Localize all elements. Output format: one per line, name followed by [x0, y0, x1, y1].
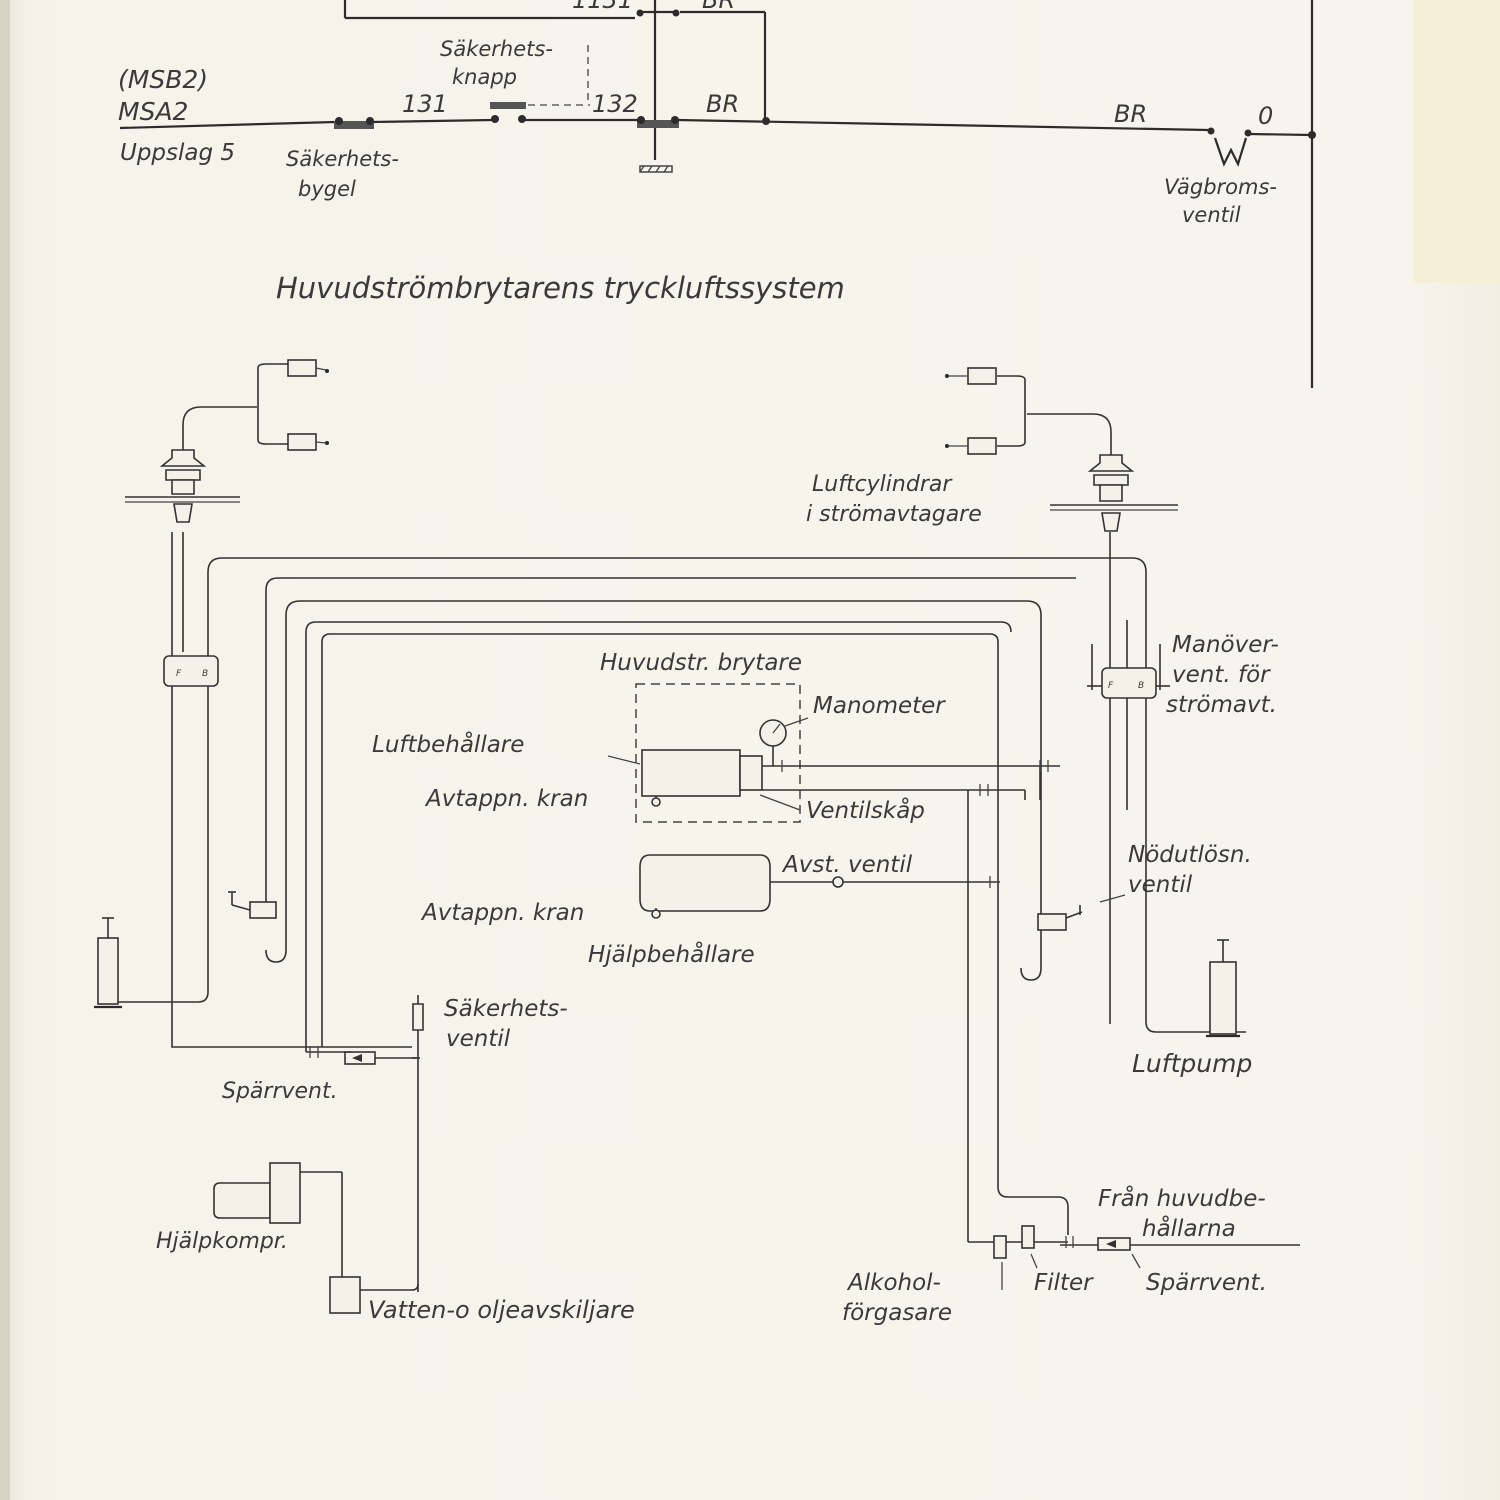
- safety-valve-label-2: ventil: [446, 1026, 511, 1052]
- valve-mark-f: F: [1108, 681, 1114, 691]
- component-labels: Luftcylindrar i strömavtagare Huvudstr. …: [156, 472, 1279, 1326]
- valve-cabinet-label: Ventilskåp: [806, 796, 925, 824]
- filter-label: Filter: [1034, 1270, 1094, 1296]
- breaker-label: Huvudstr. brytare: [600, 650, 802, 676]
- wire-132-label: 132: [592, 90, 638, 118]
- alcohol-vaporizer-label-1: Alkohol-: [846, 1270, 941, 1296]
- paper-note-strip: [1414, 0, 1500, 283]
- air-cylinders-label-2: i strömavtagare: [806, 502, 982, 527]
- aux-tank-label: Hjälpbehållare: [588, 940, 755, 968]
- reference-label: Uppslag 5: [120, 140, 235, 166]
- manometer-label: Manometer: [813, 693, 946, 719]
- wire-br-2-label: BR: [1114, 100, 1147, 128]
- air-tank-label: Luftbehållare: [372, 730, 524, 758]
- safety-button-label-2: knapp: [452, 65, 517, 89]
- road-brake-valve-label-1: Vägbroms-: [1164, 175, 1277, 199]
- emergency-valve-label-2: ventil: [1128, 872, 1193, 898]
- control-circuit: [119, 0, 1316, 388]
- wire-br-1-label: BR: [706, 90, 739, 118]
- air-pump-label: Luftpump: [1132, 1049, 1252, 1078]
- emergency-valve-label-1: Nödutlösn.: [1128, 842, 1252, 868]
- valve-mark-f: F: [176, 669, 182, 679]
- drain-cock-2-label: Avtappn. kran: [420, 900, 584, 926]
- circuit-labels: 1131 BR (MSB2) MSA2 Uppslag 5 Säkerhets-…: [118, 0, 1277, 227]
- line-id-alt-label: (MSB2): [118, 65, 208, 94]
- wire-0-label: 0: [1258, 102, 1273, 130]
- safety-bar-label-1: Säkerhets-: [286, 147, 399, 171]
- compressed-air-system: F B F B: [94, 359, 1300, 1314]
- from-main-tanks-label-1: Från huvudbe-: [1098, 1184, 1266, 1212]
- control-valve-label-2: vent. för: [1172, 662, 1271, 688]
- safety-bar-label-2: bygel: [298, 177, 356, 201]
- valve-mark-b: B: [202, 669, 208, 679]
- diagram-title: Huvudströmbrytarens tryckluftssystem: [276, 271, 845, 305]
- wire-br-top-label: BR: [702, 0, 735, 14]
- separator-label: Vatten-o oljeavskiljare: [368, 1296, 635, 1324]
- page-binding-edge: [0, 0, 10, 1500]
- shutoff-valve-label: Avst. ventil: [781, 852, 913, 878]
- wire-131-label: 131: [402, 90, 448, 118]
- aux-compressor-label: Hjälpkompr.: [156, 1229, 288, 1254]
- control-valve-label-1: Manöver-: [1172, 632, 1279, 658]
- alcohol-vaporizer-label-2: förgasare: [842, 1300, 952, 1326]
- safety-button-label-1: Säkerhets-: [440, 37, 553, 61]
- valve-mark-b: B: [1138, 681, 1144, 691]
- road-brake-valve-label-2: ventil: [1182, 203, 1241, 227]
- from-main-tanks-label-2: hållarna: [1142, 1214, 1236, 1242]
- check-valve-left-label: Spärrvent.: [222, 1079, 338, 1104]
- drain-cock-1-label: Avtappn. kran: [424, 786, 588, 812]
- safety-valve-label-1: Säkerhets-: [444, 996, 568, 1022]
- line-id-label: MSA2: [118, 97, 188, 126]
- air-cylinders-label-1: Luftcylindrar: [812, 472, 953, 497]
- wire-1131-label: 1131: [572, 0, 633, 14]
- control-valve-label-3: strömavt.: [1166, 692, 1277, 718]
- check-valve-right-label: Spärrvent.: [1146, 1270, 1267, 1296]
